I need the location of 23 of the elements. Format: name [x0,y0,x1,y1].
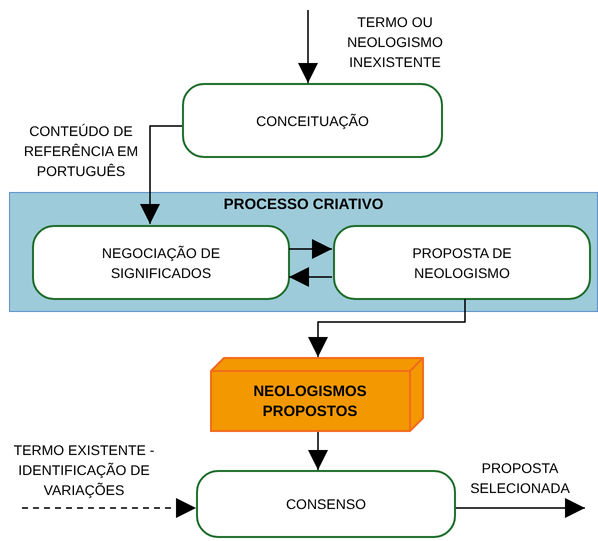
node-label: CONCEITUAÇÃO [256,112,369,130]
node-label: CONSENSO [286,495,366,514]
process-box [32,225,290,300]
arrow [289,239,332,259]
group-title: PROCESSO CRIATIVO [222,195,384,215]
arrow [298,10,318,83]
node-label: NEGOCIAÇÃO DE SIGNIFICADOS [100,244,222,282]
process-box [182,83,443,158]
node-label: PROPOSTA DE NEOLOGISMO [411,244,513,282]
arrow [289,267,332,287]
arrow [456,498,585,518]
edge-label: TERMO EXISTENTE - IDENTIFICAÇÃO DE VARIAÇÕES [12,441,156,500]
edge-label: PROPOSTA SELECIONADA [469,459,571,498]
node-label: NEOLOGISMOS PROPOSTOS [252,382,368,422]
process-box [196,470,456,538]
process-box [333,225,591,300]
arrow [308,299,466,357]
group-panel [9,192,598,312]
edge-label: TERMO OU NEOLOGISMO INEXISTENTE [346,13,444,72]
arrow [308,432,328,470]
edge-label: CONTEÚDO DE REFERÊNCIA EM PORTUGUÊS [22,122,140,181]
arrow [22,498,196,518]
arrow [140,125,182,224]
